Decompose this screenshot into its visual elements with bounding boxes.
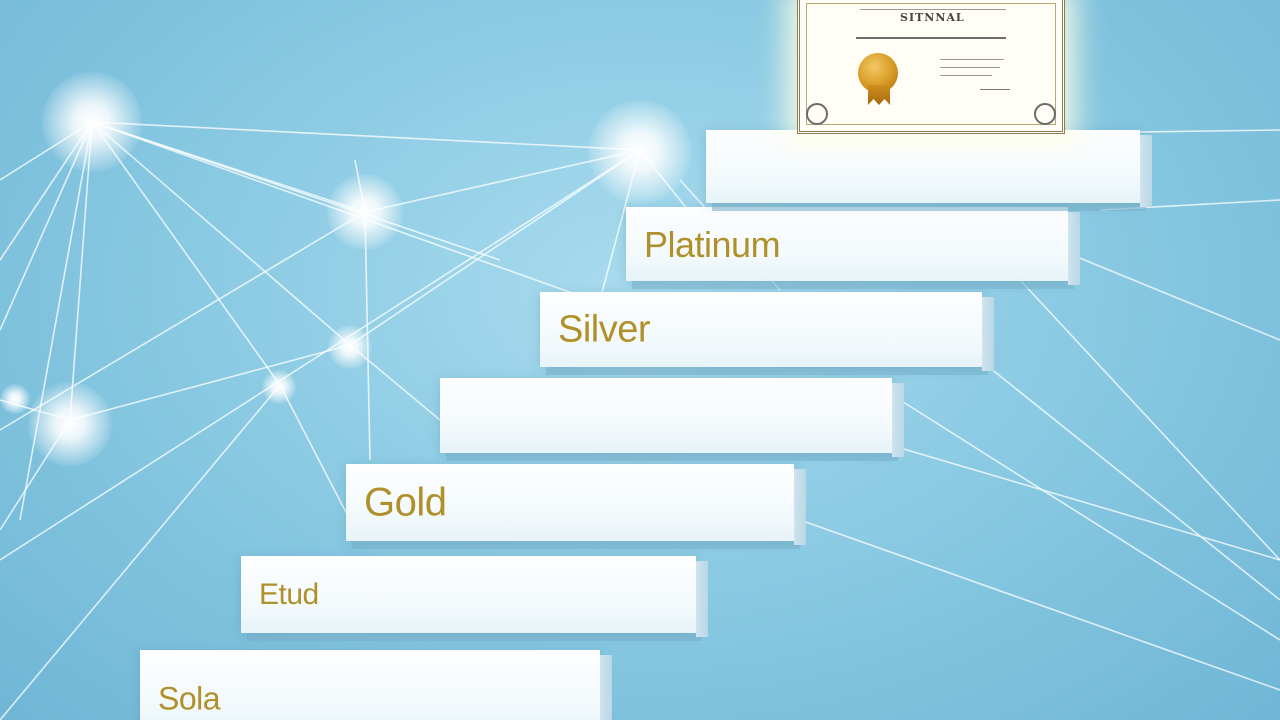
- light-node: [42, 72, 142, 172]
- certificate-title: SITNNAL: [900, 11, 965, 24]
- step-label: Silver: [558, 308, 651, 351]
- certificate-line: [940, 75, 992, 76]
- step-label: Gold: [364, 480, 447, 525]
- step-6: Platinum: [626, 207, 1080, 285]
- light-node: [327, 174, 403, 250]
- step-1: Sola: [140, 650, 612, 720]
- certificate-line: [980, 89, 1010, 90]
- step-label: Platinum: [644, 223, 781, 265]
- certificate-line: [940, 67, 1000, 68]
- light-node: [28, 382, 112, 466]
- step-label: Etud: [259, 578, 319, 611]
- step-2: Etud: [241, 556, 708, 637]
- step-4: [440, 378, 904, 457]
- certificate-line: [856, 37, 1006, 39]
- light-node: [588, 100, 692, 204]
- step-3: Gold: [346, 464, 806, 545]
- corner-ornament-icon: [806, 103, 828, 125]
- step-5: Silver: [540, 292, 994, 371]
- certificate-line: [940, 59, 1004, 60]
- corner-ornament-icon: [1034, 103, 1056, 125]
- certificate: SITNNAL: [797, 0, 1065, 134]
- step-7-top: [706, 130, 1152, 207]
- light-node: [262, 370, 296, 404]
- certificate-line: [860, 9, 1006, 10]
- light-node: [0, 384, 30, 414]
- certificate-border: [806, 3, 1056, 125]
- step-label: Sola: [158, 680, 221, 717]
- light-node: [328, 325, 372, 369]
